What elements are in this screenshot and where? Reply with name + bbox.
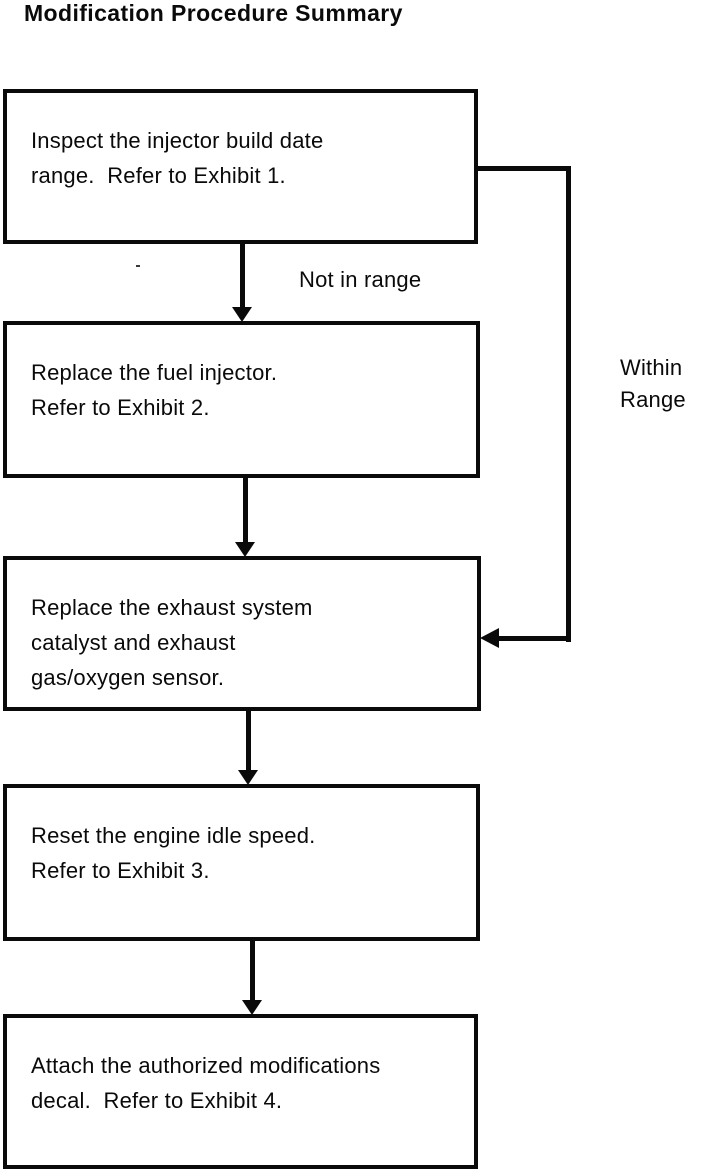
flow-step-inspect-injector: Inspect the injector build date range. R… [3, 89, 478, 244]
flow-step-text: Inspect the injector build date range. R… [31, 128, 324, 188]
bypass-connector-vertical-segment [566, 166, 571, 642]
flow-step-replace-injector: Replace the fuel injector. Refer to Exhi… [3, 321, 480, 478]
arrowhead-down-icon [232, 307, 252, 322]
flow-step-text: Attach the authorized modifications deca… [31, 1053, 381, 1113]
flow-step-text: Replace the exhaust system catalyst and … [31, 595, 313, 690]
connector-step1-to-step2 [232, 244, 252, 322]
bypass-connector-bottom-segment [498, 636, 571, 641]
arrowhead-down-icon [242, 1000, 262, 1015]
branch-label-within-range: Within Range [620, 355, 686, 412]
arrow-shaft [249, 941, 255, 1001]
page-title: Modification Procedure Summary [24, 0, 403, 26]
scan-artifact-speck [136, 265, 140, 267]
bypass-connector-top-segment [477, 166, 571, 171]
arrow-shaft [242, 478, 248, 543]
flow-step-text: Reset the engine idle speed. Refer to Ex… [31, 823, 316, 883]
arrowhead-down-icon [238, 770, 258, 785]
flow-step-attach-decal: Attach the authorized modifications deca… [3, 1014, 478, 1169]
branch-label-not-in-range: Not in range [299, 267, 422, 292]
arrow-shaft [245, 711, 251, 771]
connector-step4-to-step5 [242, 941, 262, 1015]
connector-step2-to-step3 [235, 478, 255, 557]
arrowhead-left-icon [480, 628, 499, 648]
arrow-shaft [239, 244, 245, 308]
arrowhead-down-icon [235, 542, 255, 557]
connector-step3-to-step4 [238, 711, 258, 785]
flow-step-reset-idle: Reset the engine idle speed. Refer to Ex… [3, 784, 480, 941]
flow-step-replace-catalyst: Replace the exhaust system catalyst and … [3, 556, 481, 711]
flow-step-text: Replace the fuel injector. Refer to Exhi… [31, 360, 278, 420]
